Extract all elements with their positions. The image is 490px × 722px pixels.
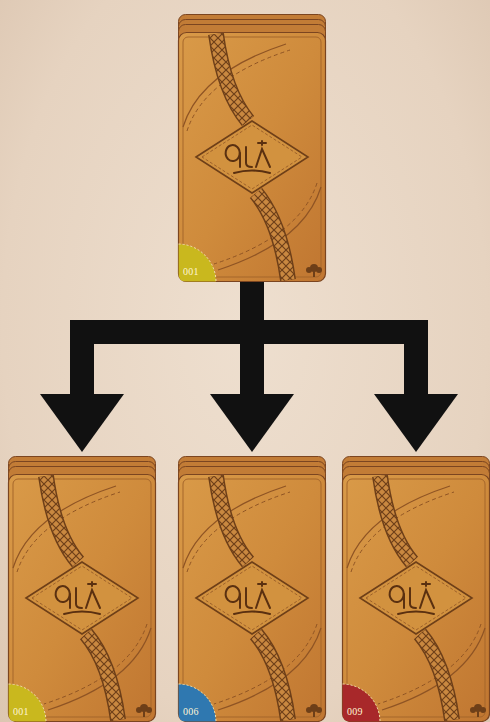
arrow-head	[374, 394, 458, 452]
card-deck: 006	[178, 456, 326, 722]
card-deck: 001	[178, 14, 326, 282]
card-number: 009	[347, 707, 363, 717]
split-arrow	[40, 282, 252, 452]
arrow-shaft	[252, 282, 416, 398]
card-number: 006	[183, 707, 199, 717]
arrow-head	[210, 394, 294, 452]
card-art	[178, 456, 326, 722]
arrow-head	[40, 394, 124, 452]
card-art	[178, 14, 326, 282]
card-art	[342, 456, 490, 722]
card-number: 001	[183, 267, 199, 277]
card-number: 001	[13, 707, 29, 717]
card-art	[8, 456, 156, 722]
split-arrow	[252, 282, 458, 452]
card-deck: 001	[8, 456, 156, 722]
card-deck: 009	[342, 456, 490, 722]
arrow-shaft	[82, 282, 252, 398]
